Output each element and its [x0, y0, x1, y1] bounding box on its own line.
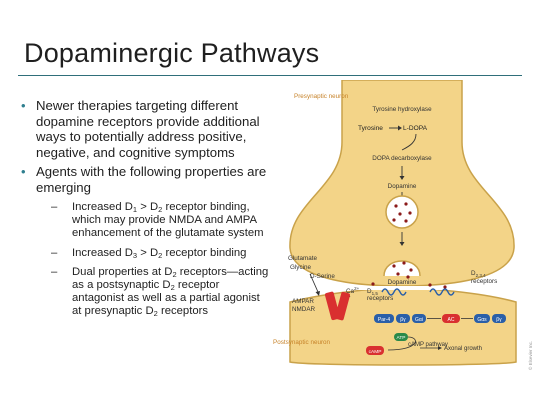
membrane-receptor-coils	[381, 288, 455, 296]
synapse-diagram: Presynaptic neuron Postsynaptic neuron T…	[270, 79, 540, 405]
ac-label: AC	[448, 317, 455, 323]
ampar-label: AMPAR	[292, 298, 314, 305]
gby2-label: βγ	[496, 317, 502, 323]
bullet-item: • Agents with the following properties a…	[20, 164, 270, 195]
d234-receptors-label: D2,3,4	[471, 270, 486, 278]
postsynaptic-label: Postsynaptic neuron	[273, 339, 331, 346]
bullet-text: Newer therapies targeting different dopa…	[36, 98, 260, 160]
d15-receptors-label: D1,5	[367, 288, 378, 296]
gai-label: Gαi	[415, 317, 423, 323]
dopamine-top-label: Dopamine	[388, 183, 417, 190]
tyrosine-hydroxylase-label: Tyrosine hydroxylase	[372, 106, 432, 113]
par4-label: Par-4	[378, 317, 390, 323]
atp-label: ATP	[397, 335, 406, 341]
ldopa-label: L-DOPA	[403, 125, 428, 132]
copyright-label: © Elsevier Inc.	[527, 341, 533, 370]
tyrosine-label: Tyrosine	[358, 125, 383, 132]
bullet-dot-icon: •	[21, 98, 26, 113]
vesicle-1	[385, 195, 419, 229]
bullet-item: • Newer therapies targeting different do…	[20, 98, 270, 160]
sub-bullet-item: – Increased D3 > D2 receptor binding	[51, 246, 247, 260]
dash-icon: –	[51, 265, 58, 278]
ampar-nmdar-receptor	[324, 291, 351, 321]
glutamate-arrow	[309, 273, 319, 293]
presynaptic-neuron-shape	[289, 79, 515, 287]
title-divider	[18, 75, 522, 76]
cleft-dopamine	[371, 282, 447, 289]
gby-label: βγ	[400, 317, 406, 323]
vesicle-1-dopamine	[392, 202, 412, 223]
sub-bullet-item: – Dual properties at D2 receptors—acting…	[51, 265, 269, 319]
d15-receptors-sublabel: receptors	[367, 295, 393, 302]
gas-label: Gαs	[477, 317, 487, 323]
camp-label: cAMP	[369, 349, 382, 355]
arrowhead-icon	[399, 176, 405, 180]
vesicle-2-dopamine	[392, 261, 413, 279]
presynaptic-label: Presynaptic neuron	[294, 93, 349, 100]
dash-icon: –	[51, 246, 58, 259]
glycine-label: Glycine	[290, 264, 311, 271]
axonal-growth-label: Axonal growth	[444, 346, 482, 352]
arrowhead-icon	[315, 291, 320, 296]
camp-badge	[366, 346, 384, 355]
camp-pathway-label: cAMP pathway	[408, 342, 448, 348]
dopamine-cleft-label: Dopamine	[388, 279, 417, 286]
d234-receptors-sublabel: receptors	[471, 278, 497, 285]
sub-bullet-item: – Increased D1 > D2 receptor binding, wh…	[51, 201, 264, 240]
postsynaptic-neuron-shape	[289, 287, 517, 366]
arrowhead-icon	[438, 346, 442, 350]
glutamate-label: Glutamate	[288, 255, 318, 262]
bullet-text: Agents with the following properties are…	[36, 164, 267, 195]
atp-camp-arrow	[387, 336, 416, 351]
calcium-label: Ca2+	[346, 286, 360, 295]
synapse-svg: Presynaptic neuron Postsynaptic neuron T…	[273, 79, 533, 370]
arrowhead-icon	[399, 242, 405, 246]
arrowhead-icon	[398, 125, 402, 131]
ldopa-arrow	[401, 133, 417, 151]
synaptic-cleft	[290, 286, 516, 290]
atp-badge	[394, 333, 408, 341]
nmdar-label: NMDAR	[292, 306, 316, 313]
signal-proteins	[374, 314, 506, 323]
slide-title: Dopaminergic Pathways	[24, 38, 320, 68]
bullet-list: • Newer therapies targeting different do…	[20, 98, 270, 319]
dopa-decarboxylase-label: DOPA decarboxylase	[372, 155, 432, 162]
dash-icon: –	[51, 201, 58, 213]
dserine-label: D-Serine	[310, 273, 335, 280]
bullet-dot-icon: •	[21, 164, 26, 179]
